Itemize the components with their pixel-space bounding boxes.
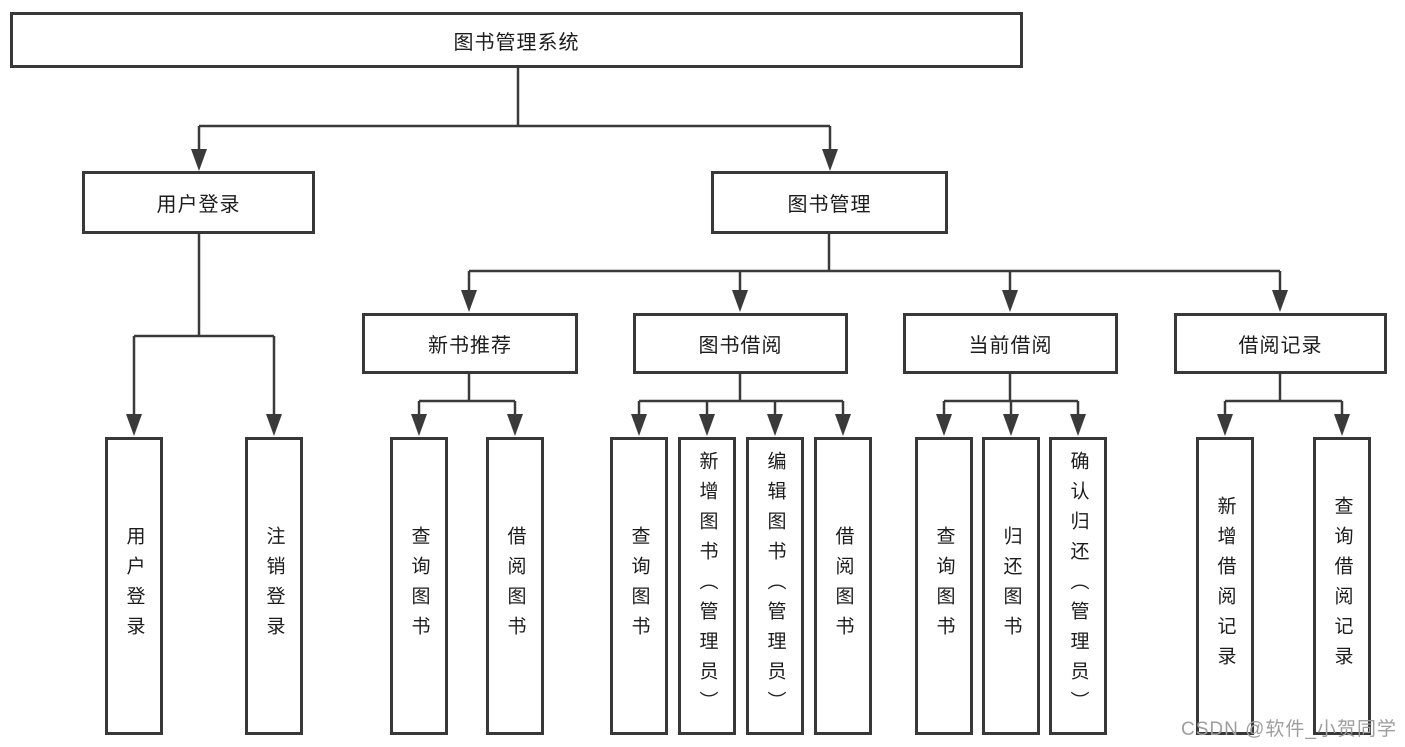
leaf-user-login: 用户登录 [105,437,163,735]
leaf-bb-add-books-admin: 新增图书（管理员） [678,437,736,735]
node-label: 用户登录 [123,526,145,646]
node-label: 借阅记录 [1238,335,1323,357]
leaf-bb-borrow-books: 借阅图书 [814,437,872,735]
node-current-borrow: 当前借阅 [903,313,1118,374]
node-label: 用户登录 [156,194,241,216]
node-label: 当前借阅 [968,335,1053,357]
node-label: 借阅图书 [504,526,526,646]
leaf-rec-query-books: 查询图书 [390,437,448,735]
node-label: 图书管理 [787,194,872,216]
leaf-cb-query-books: 查询图书 [915,437,973,735]
node-label: 归还图书 [1000,526,1022,646]
csdn-watermark: CSDN @软件_小贺同学 [1181,719,1397,740]
node-label: 查询图书 [933,526,955,646]
node-label: 确认归还（管理员） [1067,451,1089,721]
node-label: 图书借阅 [698,335,783,357]
node-root-system: 图书管理系统 [10,12,1023,68]
node-label: 查询图书 [408,526,430,646]
node-label: 查询借阅记录 [1331,496,1353,676]
node-label: 注销登录 [263,526,285,646]
leaf-cb-confirm-return-admin: 确认归还（管理员） [1049,437,1107,735]
leaf-bb-query-books: 查询图书 [610,437,668,735]
node-new-book-recommend: 新书推荐 [362,313,578,374]
node-label: 编辑图书（管理员） [764,451,786,721]
node-label: 新增借阅记录 [1214,496,1236,676]
node-label: 新书推荐 [428,335,512,357]
leaf-br-add-record: 新增借阅记录 [1196,437,1254,735]
node-label: 新增图书（管理员） [696,451,718,721]
node-label: 借阅图书 [832,526,854,646]
node-label: 查询图书 [628,526,650,646]
leaf-bb-edit-books-admin: 编辑图书（管理员） [746,437,804,735]
leaf-cb-return-books: 归还图书 [982,437,1040,735]
node-borrow-records: 借阅记录 [1174,313,1387,374]
leaf-rec-borrow-books: 借阅图书 [486,437,544,735]
node-book-borrow: 图书借阅 [633,313,848,374]
node-book-management: 图书管理 [711,171,948,234]
node-user-login: 用户登录 [82,171,315,234]
leaf-logout: 注销登录 [245,437,303,735]
node-label: 图书管理系统 [453,31,580,54]
leaf-br-query-record: 查询借阅记录 [1313,437,1371,735]
